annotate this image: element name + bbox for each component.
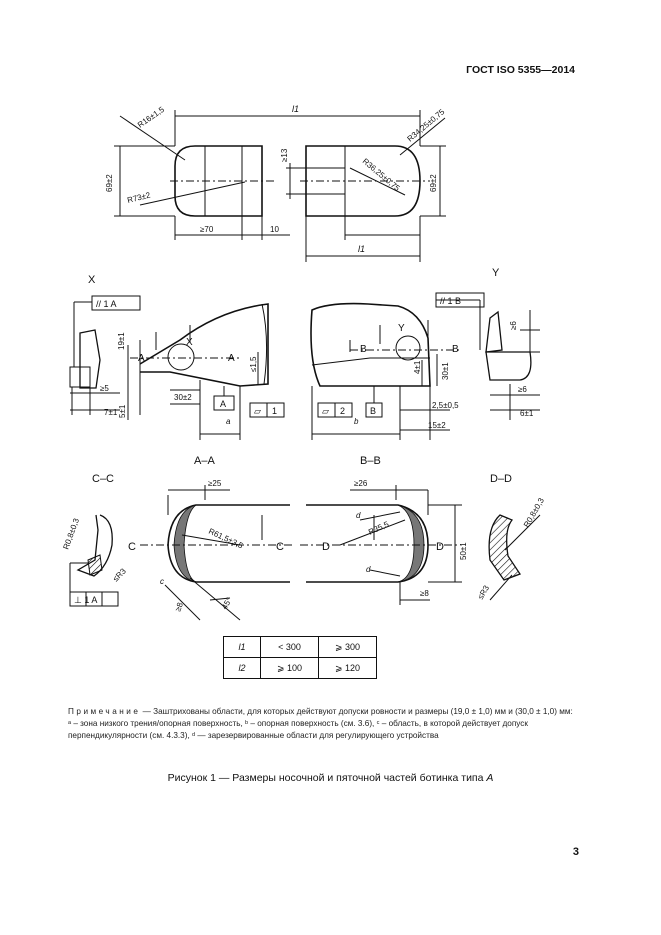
table-row: l1 < 300 ⩾ 300 (223, 636, 377, 658)
dim-4: 4±1 (413, 360, 422, 374)
table-cell: ⩾ 120 (318, 657, 377, 679)
detail-mark-y: Y (398, 323, 405, 334)
figure-note: Примечание — Заштрихованы области, для к… (68, 706, 578, 742)
dim-7: 7±1 (104, 408, 118, 417)
table-head-l2: l2 (223, 657, 261, 679)
table-cell: ⩾ 100 (260, 657, 319, 679)
label-d-top: d (356, 511, 361, 520)
view-x-label: X (88, 274, 96, 286)
dim-l1-top: l1 (292, 104, 299, 114)
flatness-value-2: 2 (340, 406, 345, 416)
flatness-symbol-2: ⏥ (322, 406, 329, 416)
table-cell: < 300 (260, 636, 319, 658)
tolerance-perp: ⊥ 1 A (74, 595, 97, 605)
dim-r34: R34,25±0,75 (406, 107, 447, 144)
dim-8-bb: ≥8 (420, 589, 429, 598)
section-cc (69, 514, 119, 607)
datum-a-box: A (220, 399, 226, 409)
dim-30: 30±2 (174, 393, 192, 402)
note-line-2: ᵃ – зона низкого трения/опорная поверхно… (68, 719, 528, 740)
dim-r0-8-cc: R0,8±0,3 (61, 517, 81, 551)
note-label: Примечание (68, 707, 141, 716)
section-mark-d-right: D (436, 541, 444, 553)
tolerance-para-a: // 1 A (91, 295, 141, 311)
toe-top-view (114, 110, 305, 240)
dim-70: ≥70 (200, 225, 214, 234)
view-y-label: Y (492, 267, 500, 279)
toe-side-view (127, 303, 285, 440)
dim-50: 50±1 (459, 542, 468, 560)
section-dd (488, 514, 541, 601)
section-mark-b-left: B (360, 344, 367, 355)
caption-type: A (486, 772, 494, 784)
dim-r35-5: R35,5 (367, 519, 391, 536)
dim-r16: R16±1,5 (136, 105, 166, 130)
technical-drawing: l1 R16±1,5 R73±2 69±2 ≥70 10 R34,25±0,75… (61, 104, 546, 621)
label-b: b (354, 417, 359, 426)
table-cell: ⩾ 300 (318, 636, 377, 658)
dim-5-tol: 5±1 (118, 404, 127, 418)
dim-l1-bottom: l1 (358, 244, 365, 254)
label-a: a (226, 417, 231, 426)
angle-45: 45° (220, 596, 234, 611)
figure-caption: Рисунок 1 — Размеры носочной и пяточной … (0, 772, 661, 784)
dim-13: ≥13 (280, 148, 289, 162)
label-d-bottom: d (366, 565, 371, 574)
dim-15: 15±2 (428, 421, 446, 430)
section-aa-title: A–A (194, 455, 215, 467)
dim-69-left: 69±2 (105, 174, 114, 192)
section-mark-c-right: C (276, 541, 284, 553)
table-row: l2 ⩾ 100 ⩾ 120 (223, 657, 377, 679)
section-bb (300, 485, 462, 605)
dim-19: 19±1 (117, 332, 126, 350)
dim-1-5: ≤1,5 (249, 356, 258, 372)
dim-6-c: 6±1 (520, 409, 534, 418)
section-cc-title: C–C (92, 473, 114, 485)
heel-top-view (286, 110, 446, 262)
dim-r3-dd: ≤R3 (476, 583, 491, 601)
section-dd-title: D–D (490, 473, 512, 485)
detail-mark-x: X (186, 337, 193, 348)
section-mark-c-left: C (128, 541, 136, 553)
detail-x (69, 301, 120, 415)
flatness-value-1: 1 (272, 406, 277, 416)
svg-text:// 1 A: // 1 A (96, 299, 117, 309)
section-aa (140, 485, 295, 621)
dim-r0-8-dd: R0,8±0,3 (522, 496, 546, 529)
section-mark-a-right: A (228, 353, 235, 364)
dim-2-5: 2,5±0,5 (432, 401, 459, 410)
detail-y (436, 299, 540, 420)
section-bb-title: B–B (360, 455, 381, 467)
dim-10: 10 (270, 225, 279, 234)
dim-6-b: ≥6 (518, 385, 527, 394)
datum-b-box: B (370, 406, 376, 416)
dim-26: ≥26 (354, 479, 368, 488)
caption-prefix: Рисунок 1 — Размеры носочной и пяточной … (167, 772, 487, 784)
dim-30-heel: 30±1 (441, 362, 450, 380)
dim-r3-cc: ≤R3 (111, 566, 128, 583)
dim-8-aa: ≥8 (173, 601, 185, 613)
svg-text:// 1 B: // 1 B (440, 296, 461, 306)
dim-6-a: ≥6 (509, 321, 518, 330)
page-number: 3 (572, 846, 579, 858)
dim-5-min: ≥5 (100, 384, 109, 393)
table-head-l1: l1 (223, 636, 261, 658)
label-c: c (160, 577, 164, 586)
dim-r61-5: R61,5±3,5 (207, 527, 245, 551)
flatness-symbol-1: ⏥ (254, 406, 261, 416)
note-line-1: — Заштрихованы области, для которых дейс… (140, 707, 573, 716)
dimension-table: l1 < 300 ⩾ 300 l2 ⩾ 100 ⩾ 120 (223, 636, 377, 679)
dim-69-right: 69±2 (429, 174, 438, 192)
dim-r36: R36,25±0,75 (361, 157, 402, 194)
heel-side-view (310, 302, 460, 440)
standard-header: ГОСТ ISO 5355—2014 (466, 64, 575, 76)
section-mark-d-left: D (322, 541, 330, 553)
dim-25: ≥25 (208, 479, 222, 488)
section-mark-b-right: B (452, 344, 459, 355)
tolerance-para-b: // 1 B (435, 292, 485, 308)
section-mark-a-left: A (138, 353, 145, 364)
